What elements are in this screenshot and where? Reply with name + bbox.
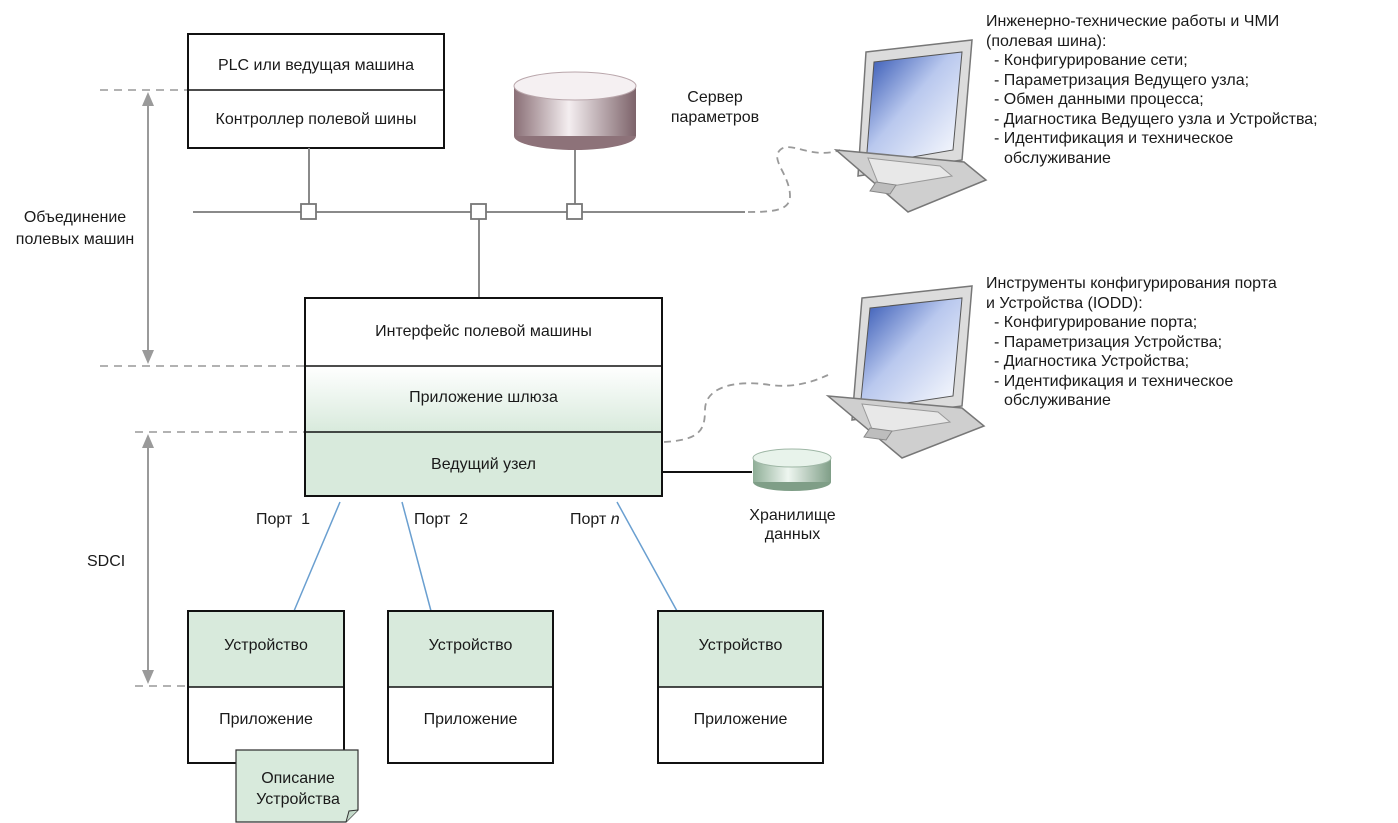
port-n-prefix: Порт <box>570 511 611 528</box>
device-box-2 <box>387 610 554 764</box>
engineering-item: - Диагностика Ведущего узла и Устройства… <box>994 110 1318 128</box>
tools-item: - Диагностика Устройства; <box>994 353 1190 370</box>
device-2-app-label: Приложение <box>423 711 518 728</box>
data-storage-cylinder <box>752 448 832 491</box>
plc-box <box>187 33 445 149</box>
engineering-item: - Параметризация Ведущего узла; <box>994 71 1250 89</box>
plc-label: PLC или ведущая машина <box>217 57 414 74</box>
engineering-title: Инженерно-технические работы и ЧМИ (поле… <box>986 13 1280 50</box>
tools-item: - Идентификация и техническое обслуживан… <box>994 372 1234 410</box>
data-storage-label: Хранилище данных <box>749 507 836 543</box>
port-2-label: Порт 2 <box>414 511 469 528</box>
device-1-app-label: Приложение <box>219 711 313 728</box>
parameter-server-label: Сервер параметров <box>670 89 760 126</box>
port-n-label: Порт n <box>570 510 620 530</box>
gateway-application-label: Приложение шлюза <box>409 389 558 406</box>
bus-connectors <box>300 203 583 220</box>
device-description-label: Описание Устройства <box>256 770 340 808</box>
device-box-n <box>657 610 824 764</box>
device-description-note <box>235 749 359 823</box>
device-n-label: Устройство <box>698 637 783 654</box>
device-2-label: Устройство <box>428 637 513 654</box>
device-box-1 <box>187 610 345 764</box>
parameter-server-cylinder <box>513 71 637 150</box>
sdci-label: SDCI <box>87 553 126 570</box>
tools-item: - Конфигурирование порта; <box>994 314 1198 331</box>
sdci-arrow <box>142 434 154 684</box>
master-label: Ведущий узел <box>431 456 536 473</box>
engineering-text: Инженерно-технические работы и ЧМИ (поле… <box>986 12 1391 168</box>
device-n-app-label: Приложение <box>693 711 788 728</box>
gateway-box <box>304 297 663 497</box>
port-n-italic: n <box>610 511 620 528</box>
fieldbus-integration-label: Объединение полевых машин <box>15 209 135 248</box>
engineering-item: - Идентификация и техническое обслуживан… <box>994 130 1234 167</box>
engineering-item: - Обмен данными процесса; <box>994 91 1204 108</box>
laptop-tools-icon <box>663 285 986 459</box>
laptop-engineering-icon <box>747 39 988 213</box>
port-1-label: Порт 1 <box>256 511 311 528</box>
engineering-item: - Конфигурирование сети; <box>994 52 1188 69</box>
boundary-lines <box>100 89 305 687</box>
tools-text: Инструменты конфигурирования порта и Уст… <box>986 274 1391 411</box>
fieldbus-controller-label: Контроллер полевой шины <box>215 111 417 128</box>
tools-title: Инструменты конфигурирования порта и Уст… <box>986 275 1277 312</box>
fieldbus-integration-arrow <box>142 92 154 364</box>
port-lines <box>293 501 678 612</box>
tools-item: - Параметризация Устройства; <box>994 333 1223 351</box>
fieldbus-interface-label: Интерфейс полевой машины <box>375 323 592 340</box>
device-1-label: Устройство <box>224 637 308 654</box>
fieldbus-line <box>193 148 745 298</box>
